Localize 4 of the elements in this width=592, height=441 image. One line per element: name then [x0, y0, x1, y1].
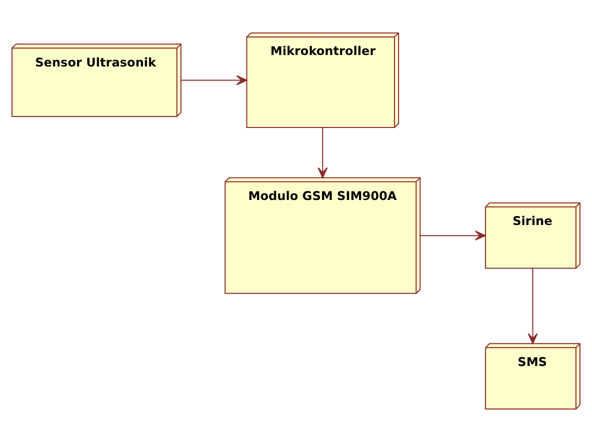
arrow: [181, 74, 248, 85]
arrow: [528, 268, 538, 344]
arrow: [420, 230, 486, 240]
arrow: [318, 127, 328, 178]
